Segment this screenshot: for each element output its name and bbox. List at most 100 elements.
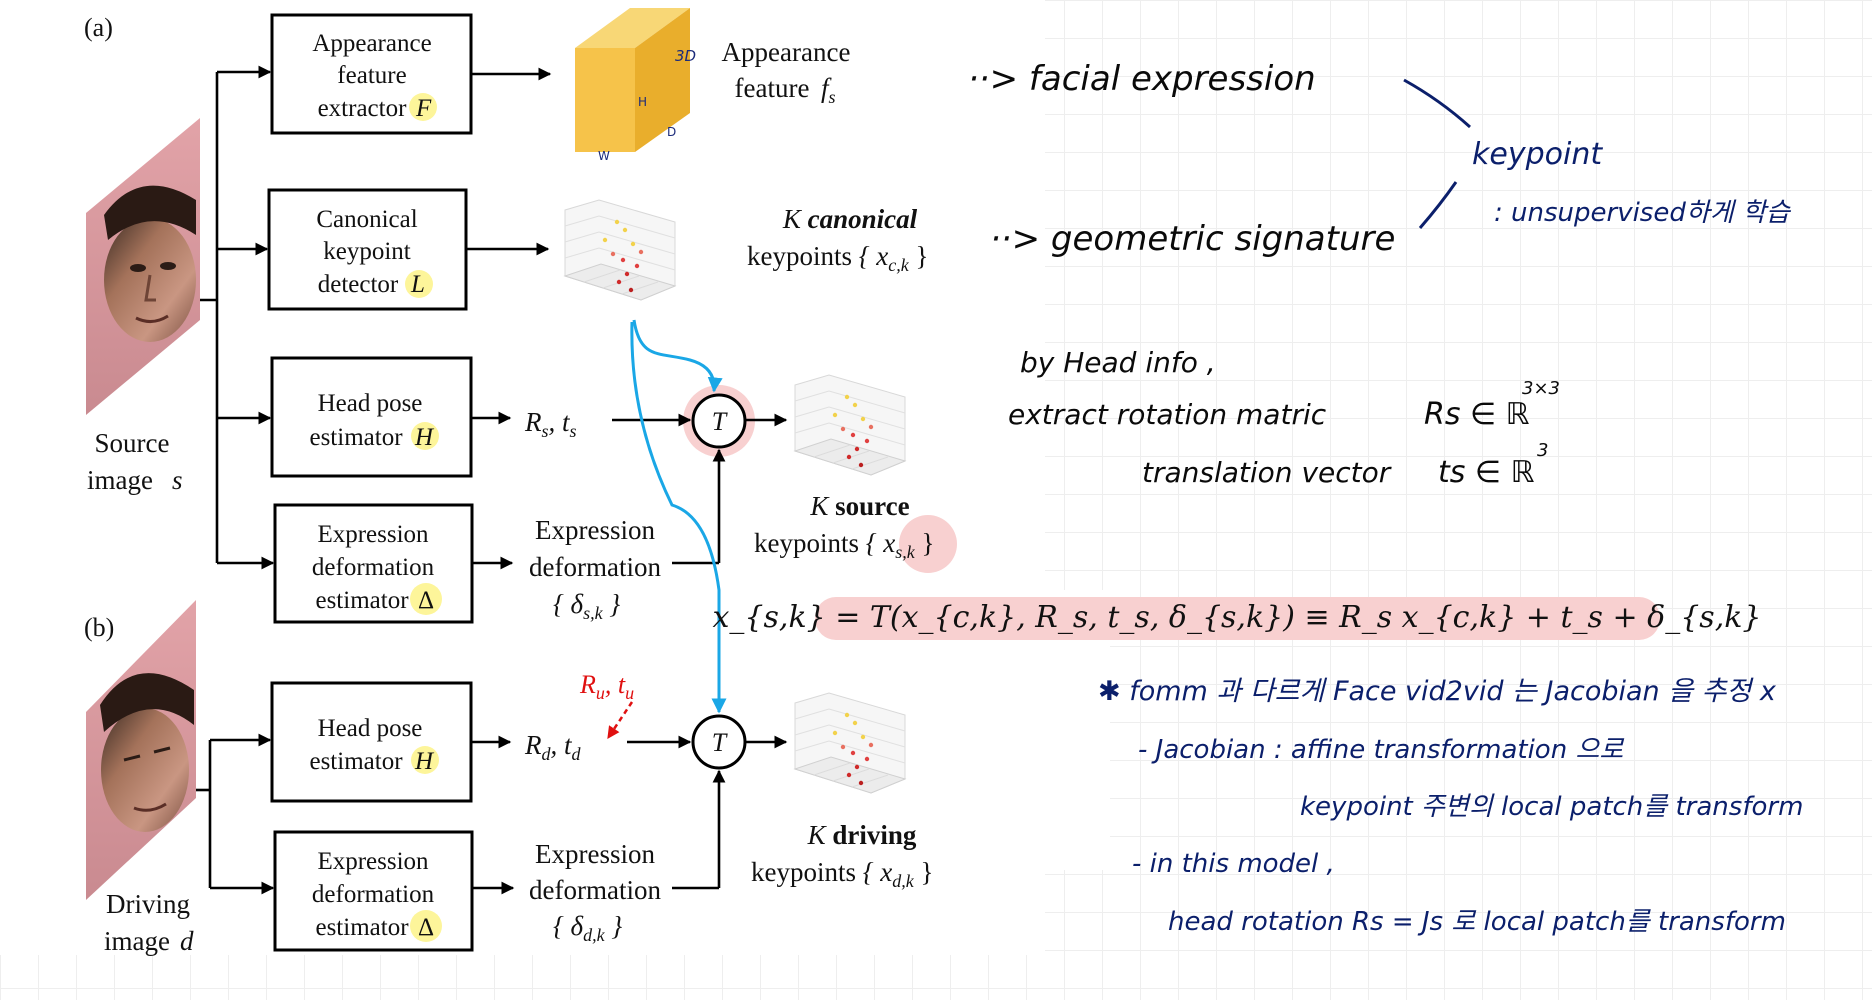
driving-label-line1: Driving: [106, 889, 190, 919]
note-keypoint: keypoint: [1472, 137, 1603, 172]
keypoint-dot: [864, 438, 870, 444]
keypoint-dot: [864, 756, 870, 762]
svg-text:Expression: Expression: [535, 839, 655, 869]
keypoint-dot: [852, 720, 858, 726]
source-label-line1: Source: [95, 428, 170, 458]
bracket-upper: [1403, 78, 1472, 129]
svg-text:{ δs,k }: { δs,k }: [553, 589, 620, 623]
note-in-this-model: - in this model ,: [1132, 849, 1335, 879]
note-by-head: by Head info ,: [1020, 346, 1216, 379]
note-head-rotation: head rotation Rs = Js 로 local patch를 tra…: [1168, 907, 1786, 937]
keypoint-dot: [860, 416, 866, 422]
svg-text:extractor: extractor: [318, 95, 408, 122]
keypoint-dot: [868, 424, 874, 430]
note-facial-expression: ··> facial expression: [968, 59, 1316, 99]
driving-image: [86, 600, 196, 900]
keypoint-dot: [630, 241, 636, 247]
keypoint-dot: [620, 257, 626, 263]
keypoint-dot: [832, 730, 838, 736]
svg-text:Δ: Δ: [418, 587, 434, 614]
keypoint-dot: [610, 251, 616, 257]
keypoint-dot: [628, 287, 634, 293]
head-pose-estimator-a-box: Head pose estimator H: [270, 356, 473, 478]
keypoint-dot: [854, 764, 860, 770]
expression-deformation-estimator-b-box: Expression deformation estimator Δ: [273, 830, 474, 952]
note-geometric-signature: ··> geometric signature: [990, 219, 1395, 259]
output-arrows: [466, 67, 552, 895]
keypoint-dot: [840, 744, 846, 750]
driving-var: d: [180, 926, 194, 956]
handwritten-notes: ··> facial expression ··> geometric sign…: [968, 59, 1803, 937]
svg-text:Head pose: Head pose: [318, 715, 423, 742]
canonical-keypoints-label: K canonical keypoints { xc,k }: [747, 204, 928, 275]
svg-text:H: H: [638, 95, 647, 109]
svg-text:L: L: [410, 271, 425, 298]
keypoint-dot: [622, 227, 628, 233]
svg-text:Expression: Expression: [317, 848, 429, 875]
keypoint-dot: [846, 454, 852, 460]
note-jacobian: - Jacobian : affine transformation 으로: [1138, 735, 1624, 765]
keypoint-dot: [614, 219, 620, 225]
transform-formula: x_{s,k} = T(x_{c,k}, R_s, t_s, δ_{s,k}) …: [713, 597, 1762, 640]
driving-keypoints-plot: [793, 692, 907, 794]
head-pose-estimator-b-box: Head pose estimator H: [270, 681, 473, 803]
svg-text:estimator: estimator: [315, 587, 409, 614]
note-translation-superscript: 3: [1537, 440, 1548, 461]
panel-a-label: (a): [84, 13, 113, 42]
svg-text:estimator: estimator: [309, 748, 403, 775]
svg-text:3D: 3D: [675, 47, 696, 65]
branch-lines-b: [196, 733, 275, 895]
source-keypoints-plot: [793, 374, 907, 476]
note-translation-symbol: ts ∈ ℝ: [1438, 455, 1535, 490]
svg-text:W: W: [598, 149, 610, 163]
svg-text:K source: K source: [809, 491, 909, 521]
svg-text:keypoints { xc,k }: keypoints { xc,k }: [747, 241, 928, 275]
svg-text:detector: detector: [318, 271, 399, 298]
branch-lines-a: [200, 65, 275, 570]
driving-keypoints-label: K driving keypoints { xd,k }: [751, 820, 934, 891]
keypoint-dot: [858, 780, 864, 786]
transform-node-driving: T: [691, 714, 747, 770]
ru-tu-label: Ru, tu: [579, 670, 634, 703]
svg-text:keypoint: keypoint: [323, 238, 411, 265]
svg-text:H: H: [414, 748, 435, 775]
note-rotation-symbol: Rs ∈ ℝ: [1424, 397, 1530, 432]
expression-deformation-s-label: Expression deformation { δs,k }: [529, 515, 661, 623]
keypoint-dot: [634, 263, 640, 269]
svg-text:T: T: [712, 407, 728, 436]
transform-node-source: T: [691, 393, 747, 449]
appearance-feature-line1: Appearance: [722, 37, 851, 67]
expression-deformation-d-label: Expression deformation { δd,k }: [529, 839, 661, 945]
svg-text:D: D: [667, 125, 676, 139]
ru-tu-dashed-arrow: [606, 701, 634, 740]
note-keypoint-local: keypoint 주변의 local patch를 transform: [1300, 792, 1803, 822]
note-extract-rotation: extract rotation matric: [1008, 398, 1327, 431]
svg-text:Canonical: Canonical: [316, 206, 417, 233]
note-unsupervised: : unsupervised하게 학습: [1494, 198, 1792, 228]
svg-text:Δ: Δ: [418, 914, 434, 941]
keypoint-dot: [850, 432, 856, 438]
panel-b-label: (b): [84, 613, 114, 642]
source-image: [86, 118, 200, 415]
expression-deformation-estimator-a-box: Expression deformation estimator Δ: [273, 503, 474, 624]
rs-ts-label: Rs, ts: [524, 407, 577, 441]
svg-text:keypoints { xs,k }: keypoints { xs,k }: [754, 528, 935, 562]
keypoint-dot: [832, 412, 838, 418]
svg-text:estimator: estimator: [309, 424, 403, 451]
appearance-feature-line2: feature: [735, 73, 810, 103]
appearance-feature-var: fs: [821, 73, 836, 107]
keypoint-dot: [860, 734, 866, 740]
svg-text:feature: feature: [337, 62, 406, 89]
driving-label-line2: image: [104, 926, 170, 956]
svg-text:H: H: [414, 424, 435, 451]
svg-text:estimator: estimator: [315, 914, 409, 941]
keypoint-dot: [868, 742, 874, 748]
keypoint-dot: [846, 772, 852, 778]
source-var: s: [172, 465, 183, 495]
svg-text:T: T: [712, 728, 728, 757]
canonical-to-transform-arrows: [630, 319, 727, 714]
svg-text:deformation: deformation: [312, 881, 435, 908]
source-label-line2: image: [87, 465, 153, 495]
svg-text:Expression: Expression: [535, 515, 655, 545]
